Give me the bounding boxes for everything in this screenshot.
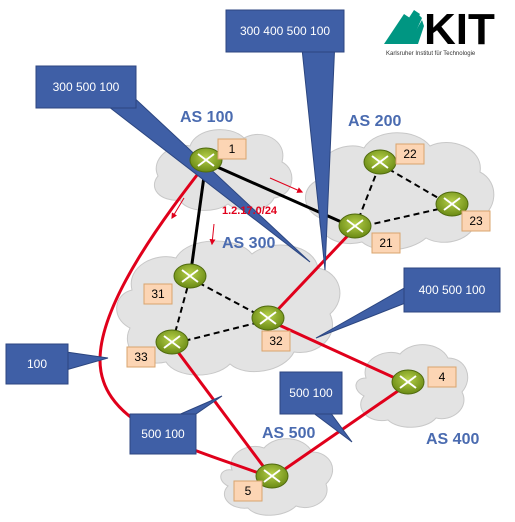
router-label-1: 1 xyxy=(217,138,247,160)
router-4 xyxy=(391,369,425,395)
as-label-400: AS 400 xyxy=(426,431,479,448)
kit-wordmark: KIT xyxy=(424,5,495,54)
arrow-down-left-icon xyxy=(171,197,185,220)
router-23 xyxy=(435,191,469,217)
prefix-label: 1.2.17.0/24 xyxy=(222,205,278,217)
as-label-500: AS 500 xyxy=(262,425,315,442)
as-label-300: AS 300 xyxy=(222,235,275,252)
arrow-down-icon xyxy=(209,223,216,246)
svg-text:4: 4 xyxy=(439,370,446,384)
link-22-23 xyxy=(379,163,453,207)
link-21-23 xyxy=(354,205,453,229)
callout-c3: 400 500 100 xyxy=(315,267,501,339)
callout-c4: 100 xyxy=(5,343,109,385)
callout-text-c2: 300 500 100 xyxy=(53,80,120,94)
router-label-32: 32 xyxy=(261,330,291,352)
router-1 xyxy=(189,147,223,173)
callout-text-c5: 500 100 xyxy=(141,427,185,441)
svg-text:21: 21 xyxy=(379,236,393,250)
link-33-5 xyxy=(170,343,274,479)
svg-text:33: 33 xyxy=(134,350,148,364)
as-label-100: AS 100 xyxy=(180,109,233,126)
callout-c2: 300 500 100 xyxy=(35,65,311,263)
link-21-32 xyxy=(266,226,357,322)
arrow-right-icon xyxy=(269,177,304,193)
link-1-21 xyxy=(205,160,356,230)
kit-subtitle: Karlsruher Institut für Technologie xyxy=(386,51,476,57)
kit-logo-icon xyxy=(384,10,424,44)
kit-logo: KIT Karlsruher Institut für Technologie xyxy=(384,5,495,57)
router-labels: 1 21 22 23 31 32 33 4 xyxy=(126,138,491,502)
svg-text:23: 23 xyxy=(469,214,483,228)
black-links xyxy=(188,160,356,279)
callout-c1: 300 400 500 100 xyxy=(225,9,345,271)
svg-text:32: 32 xyxy=(269,334,283,348)
link-32-4 xyxy=(267,318,409,386)
svg-text:22: 22 xyxy=(403,147,417,161)
router-22 xyxy=(363,149,397,175)
router-label-22: 22 xyxy=(395,143,425,165)
svg-text:1: 1 xyxy=(229,142,236,156)
as-label-200: AS 200 xyxy=(348,113,401,130)
routers xyxy=(155,147,469,489)
router-label-5: 5 xyxy=(233,480,263,502)
link-31-33 xyxy=(171,277,191,345)
callout-c6: 500 100 xyxy=(279,371,353,443)
router-33 xyxy=(155,329,189,355)
router-label-31: 31 xyxy=(143,283,173,305)
router-label-33: 33 xyxy=(126,346,156,368)
router-label-4: 4 xyxy=(427,366,457,388)
announcement-arrows xyxy=(171,177,304,246)
svg-text:5: 5 xyxy=(245,484,252,498)
callout-c5: 500 100 xyxy=(129,395,223,455)
callout-text-c3: 400 500 100 xyxy=(419,283,486,297)
svg-text:31: 31 xyxy=(151,287,165,301)
callout-text-c1: 300 400 500 100 xyxy=(240,24,330,38)
router-21 xyxy=(338,213,372,239)
callout-text-c6: 500 100 xyxy=(289,386,333,400)
router-32 xyxy=(251,305,285,331)
router-label-23: 23 xyxy=(461,210,491,232)
router-label-21: 21 xyxy=(371,232,401,254)
router-5 xyxy=(255,463,289,489)
link-1-31 xyxy=(188,161,208,279)
router-31 xyxy=(173,263,207,289)
callout-text-c4: 100 xyxy=(27,357,47,371)
